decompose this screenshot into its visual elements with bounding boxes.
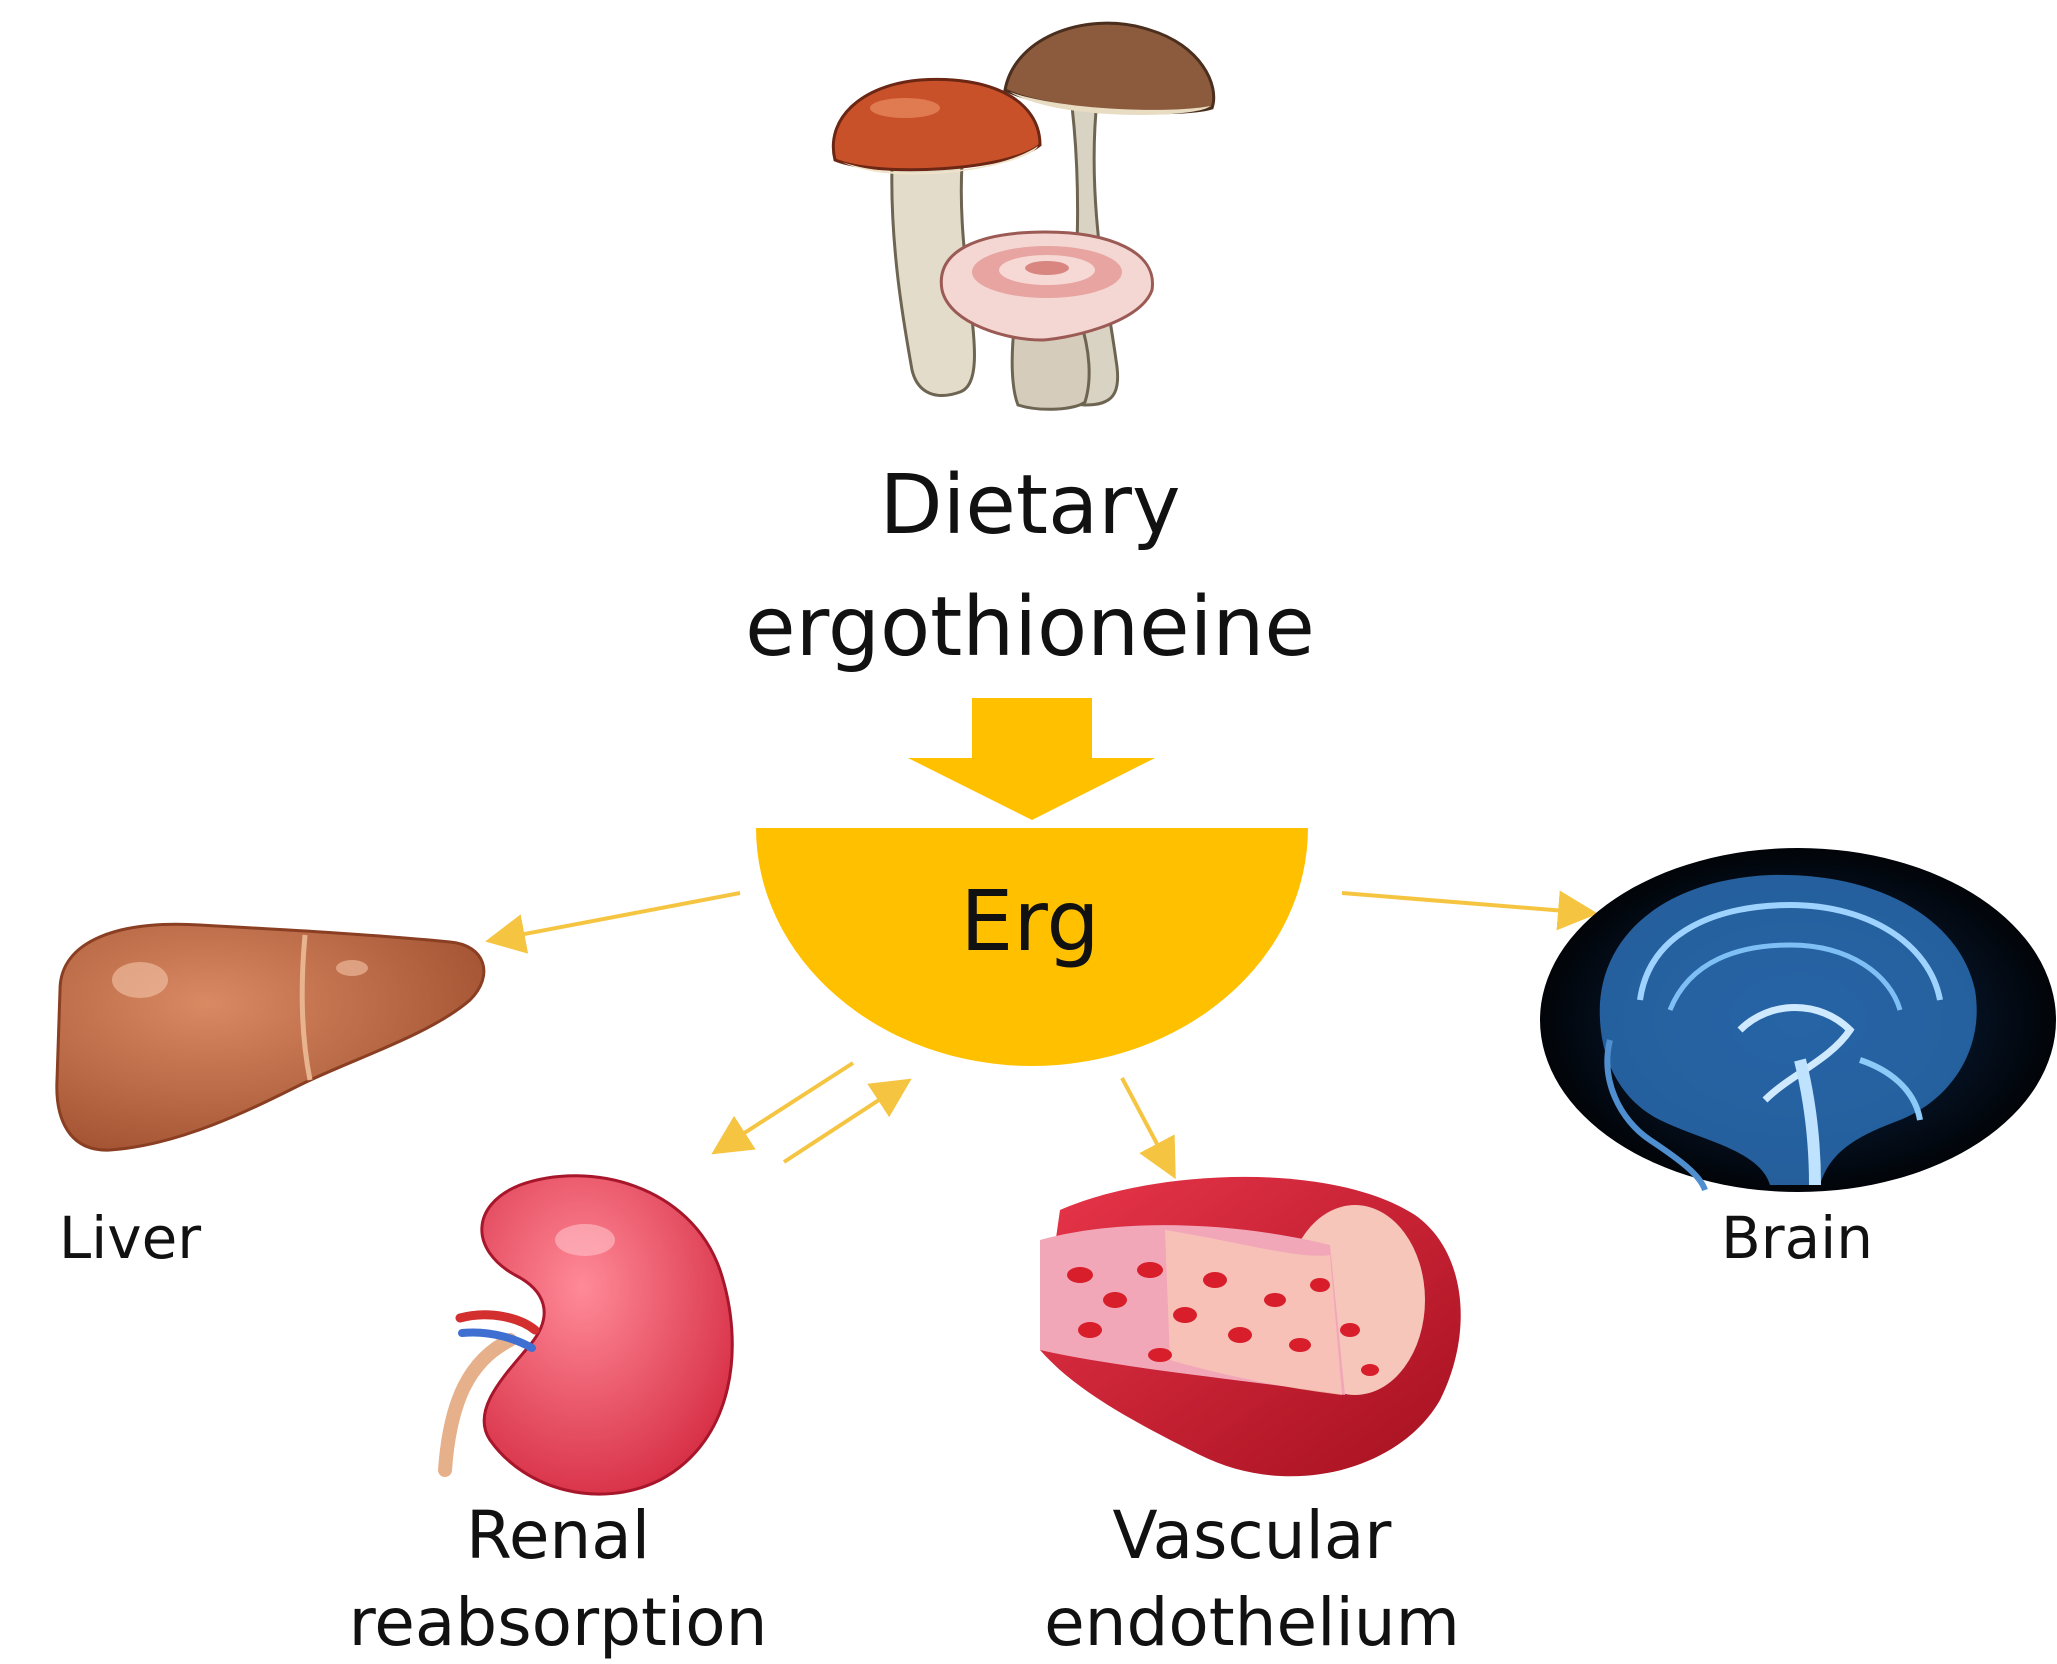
arrow-to-brain (1341, 890, 1598, 931)
arrow-to-kidney (711, 1061, 855, 1155)
source-label-line2: ergothioneine (745, 580, 1315, 675)
erg-label: Erg (960, 872, 1099, 970)
arrow-to-liver (485, 891, 741, 954)
vessel-label-line2: endothelium (1044, 1584, 1460, 1659)
erg-hub (756, 828, 1308, 1066)
kidney-icon (438, 1174, 734, 1496)
kidney-label-line2: reabsorption (349, 1584, 768, 1659)
brain-label: Brain (1721, 1204, 1873, 1272)
arrow-from-kidney (782, 1078, 912, 1164)
intake-arrow (908, 698, 1155, 820)
source-label-line1: Dietary (879, 458, 1180, 553)
liver-icon (55, 922, 486, 1152)
vessel-label-line1: Vascular (1113, 1497, 1393, 1574)
blood-vessel-icon (1040, 1176, 1461, 1477)
mushrooms-icon (831, 21, 1216, 411)
liver-label: Liver (59, 1204, 201, 1272)
arrow-to-vessel (1120, 1077, 1176, 1180)
kidney-label-line1: Renal (466, 1497, 650, 1574)
brain-mri-icon (1540, 848, 2056, 1192)
